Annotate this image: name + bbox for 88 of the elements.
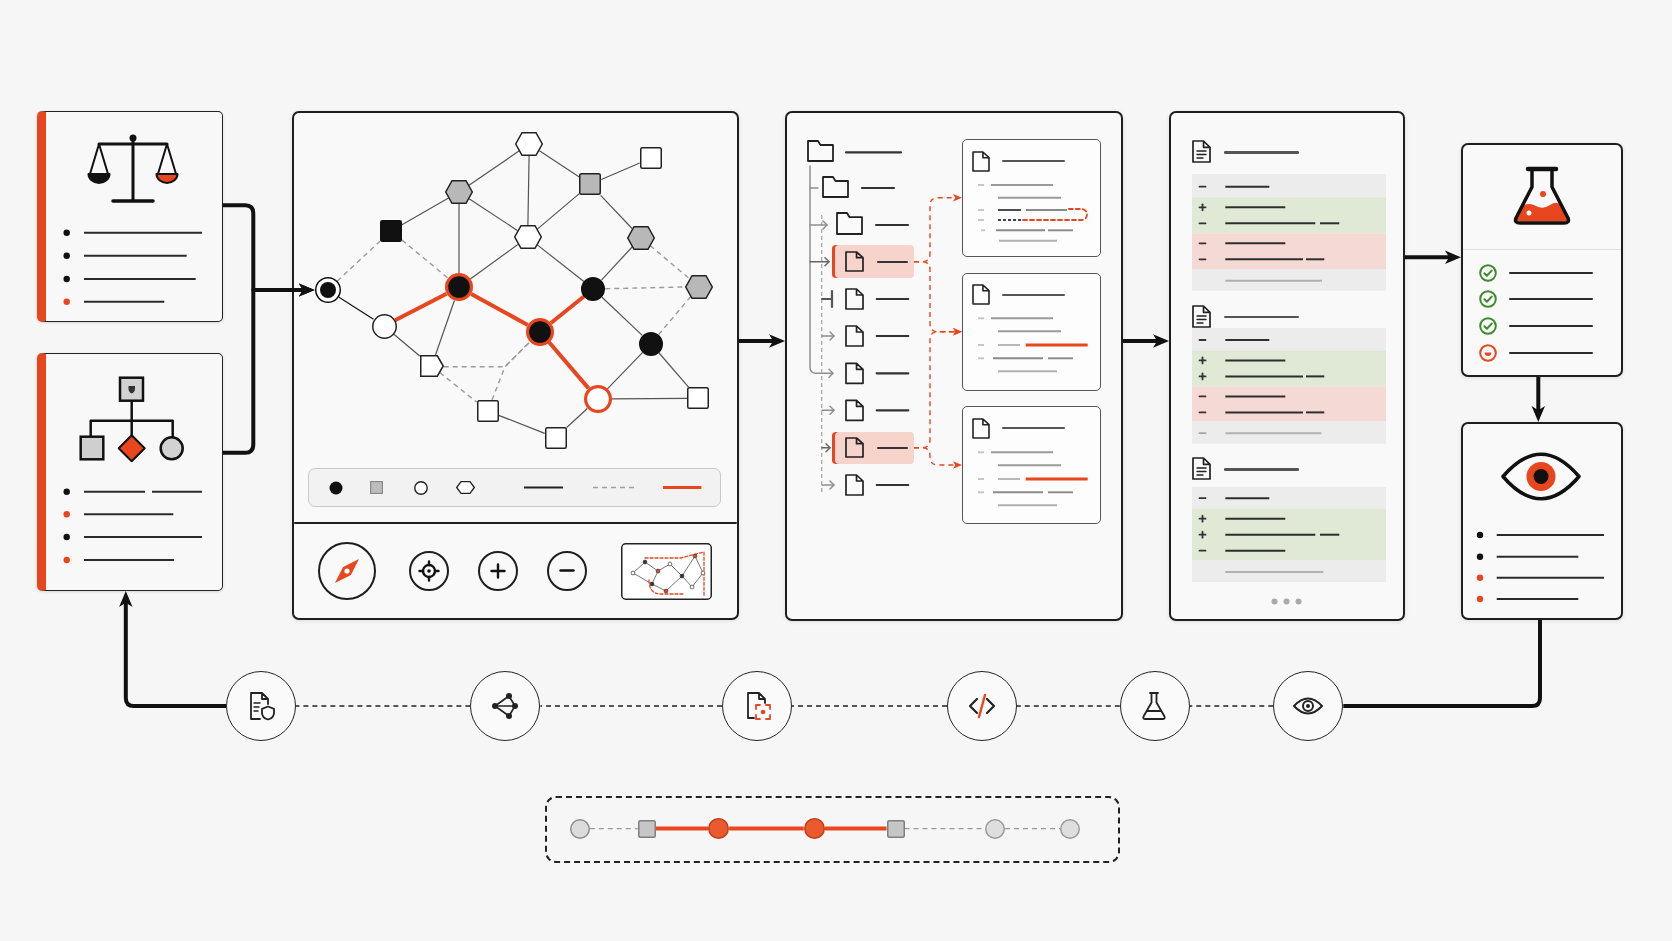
path-node xyxy=(985,818,1005,839)
panel xyxy=(1461,143,1623,377)
document-card xyxy=(962,272,1101,391)
panel xyxy=(292,111,739,620)
dashed-connector xyxy=(443,340,531,368)
dashed-connector xyxy=(658,295,692,336)
connector-line xyxy=(401,197,450,226)
connector-line xyxy=(458,203,460,274)
arrow xyxy=(739,334,785,348)
graph-node xyxy=(685,274,713,299)
connector-line xyxy=(600,162,641,181)
connector-line xyxy=(469,243,519,280)
panel xyxy=(785,111,1123,621)
graph-node xyxy=(445,180,473,204)
graph-node xyxy=(371,313,397,339)
graph-node xyxy=(526,317,554,346)
arrow xyxy=(119,591,226,708)
document-card xyxy=(962,139,1101,257)
graph-node xyxy=(639,331,663,356)
connector-line xyxy=(1343,620,1542,708)
graph-node xyxy=(581,277,606,301)
connector-line xyxy=(566,407,588,429)
dashed-connector xyxy=(439,371,478,403)
graph-node xyxy=(419,355,444,377)
arrow xyxy=(1123,334,1169,348)
dashed-connector xyxy=(1189,705,1274,707)
connector-line xyxy=(824,826,887,831)
connector-line xyxy=(611,397,688,400)
connector-line xyxy=(729,826,804,831)
graph-node xyxy=(513,225,542,250)
path-node xyxy=(803,818,825,840)
dashed-connector xyxy=(1004,827,1062,830)
card xyxy=(37,353,223,591)
connector-line xyxy=(600,194,633,230)
connector-line xyxy=(655,826,709,831)
dashed-connector xyxy=(589,827,639,830)
arrow xyxy=(1405,250,1461,264)
path-node xyxy=(708,818,730,840)
dashed-arrow xyxy=(913,447,962,469)
connector-line xyxy=(527,155,530,226)
connector-line xyxy=(547,341,591,390)
highlighted-file-row xyxy=(832,245,914,278)
connector-line xyxy=(392,333,421,357)
path-node xyxy=(637,819,656,838)
connector-line xyxy=(394,291,448,323)
graph-node xyxy=(626,225,655,250)
connector-line xyxy=(549,294,586,325)
path-node xyxy=(1060,818,1081,839)
document-card xyxy=(962,406,1101,524)
arrow xyxy=(1531,377,1545,422)
connector-line xyxy=(498,414,546,434)
highlighted-file-row xyxy=(832,431,914,464)
dashed-connector xyxy=(295,705,472,707)
graph-node xyxy=(687,387,710,410)
connector-line xyxy=(600,246,633,281)
graph-node xyxy=(583,385,612,413)
dashed-connector xyxy=(1016,705,1121,707)
dashed-connector xyxy=(491,340,531,401)
graph-node xyxy=(579,173,602,196)
connector-line xyxy=(658,352,690,388)
connector-line xyxy=(536,193,580,230)
connector-line xyxy=(434,299,455,356)
graph-node xyxy=(476,400,499,422)
connector-line xyxy=(536,244,585,283)
path-node xyxy=(569,818,590,839)
dashed-connector xyxy=(336,240,381,282)
dashed-connector xyxy=(649,244,691,280)
connector-line xyxy=(338,296,375,320)
dashed-frame xyxy=(544,796,1120,863)
graph-node xyxy=(515,132,544,156)
graph-node xyxy=(380,220,402,242)
path-node xyxy=(886,819,905,838)
panel xyxy=(1169,111,1405,621)
connector-line xyxy=(538,150,580,178)
connector-line xyxy=(601,296,643,337)
graph-node xyxy=(314,277,341,303)
connector-line xyxy=(468,198,519,232)
panel xyxy=(1461,422,1623,620)
connector-line xyxy=(468,150,520,186)
dashed-connector xyxy=(791,705,948,707)
graph-node xyxy=(544,426,567,449)
graph-node xyxy=(639,147,662,170)
dashed-connector xyxy=(539,705,723,707)
card xyxy=(37,111,223,322)
connector-line xyxy=(470,292,529,327)
dashed-connector xyxy=(401,239,449,280)
graph-node xyxy=(445,273,473,302)
connector-line xyxy=(606,351,644,390)
